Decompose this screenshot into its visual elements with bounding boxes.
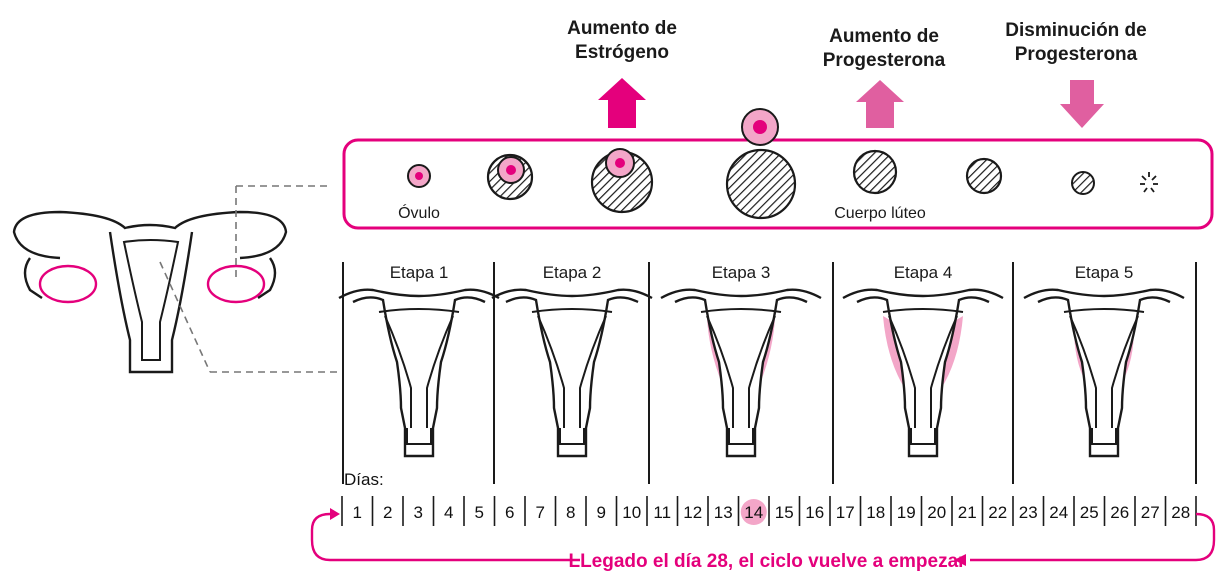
- uterus-stage-2: [492, 290, 652, 456]
- hormone-title-line1: Aumento de: [567, 18, 677, 39]
- ovulation-follicle: [727, 109, 795, 218]
- up-arrow-icon: [856, 80, 904, 128]
- follicle-stage-2: [488, 155, 532, 199]
- day-number: 20: [927, 503, 946, 522]
- day-number: 8: [566, 503, 575, 522]
- ovum-label: Óvulo: [398, 203, 440, 222]
- day-number: 22: [988, 503, 1007, 522]
- day-number: 26: [1110, 503, 1129, 522]
- day-number: 12: [683, 503, 702, 522]
- hormone-title-line1: Disminución de: [1005, 20, 1146, 41]
- day-number: 1: [353, 503, 362, 522]
- day-number: 17: [836, 503, 855, 522]
- corpus-luteum: [854, 151, 896, 193]
- up-arrow-icon: [598, 78, 646, 128]
- cycle-caption: LLegado el día 28, el ciclo vuelve a emp…: [568, 551, 966, 572]
- day-number: 28: [1171, 503, 1190, 522]
- hormone-title-line2: Progesterona: [1015, 44, 1138, 65]
- day-number: 18: [866, 503, 885, 522]
- uterus-overview-illustration: [14, 186, 340, 372]
- day-number: 14: [744, 503, 763, 522]
- days-label: Días:: [344, 470, 384, 489]
- stage-2-title: Etapa 2: [543, 263, 602, 282]
- hormone-progesterone-rise: Aumento de Progesterona: [823, 26, 946, 128]
- day-number: 27: [1141, 503, 1160, 522]
- day-number: 19: [897, 503, 916, 522]
- stage-dividers: [343, 262, 1196, 484]
- day-number: 24: [1049, 503, 1068, 522]
- day-number: 25: [1080, 503, 1099, 522]
- uterus-stage-1: [339, 290, 499, 456]
- day-number: 6: [505, 503, 514, 522]
- stage-3-title: Etapa 3: [712, 263, 771, 282]
- hormone-estrogen-rise: Aumento de Estrógeno: [567, 18, 677, 128]
- hormone-title-line1: Aumento de: [829, 26, 939, 47]
- corpus-luteum-small: [1072, 172, 1094, 194]
- hormone-title-line2: Progesterona: [823, 50, 946, 71]
- day-number: 7: [536, 503, 545, 522]
- day-number: 16: [805, 503, 824, 522]
- day-number: 15: [775, 503, 794, 522]
- uterus-stage-4: [843, 290, 1003, 456]
- corpus-luteum-label: Cuerpo lúteo: [834, 205, 926, 222]
- uterus-stage-3: [661, 290, 821, 456]
- follicle-stage-1: [408, 165, 430, 187]
- day-number: 10: [622, 503, 641, 522]
- day-number: 11: [653, 503, 671, 522]
- uterus-stage-5: [1024, 290, 1184, 456]
- day-number: 4: [444, 503, 453, 522]
- day-number: 5: [475, 503, 484, 522]
- day-number: 3: [414, 503, 423, 522]
- corpus-luteum-shrinking: [967, 159, 1001, 193]
- hormone-title-line2: Estrógeno: [575, 42, 669, 63]
- down-arrow-icon: [1060, 80, 1104, 128]
- stage-4-title: Etapa 4: [894, 263, 953, 282]
- day-number: 13: [714, 503, 733, 522]
- day-number: 21: [958, 503, 977, 522]
- stage-1-title: Etapa 1: [390, 263, 449, 282]
- left-ovary: [40, 266, 96, 302]
- hormone-progesterone-fall: Disminución de Progesterona: [1005, 20, 1146, 128]
- stage-5-title: Etapa 5: [1075, 263, 1134, 282]
- day-number: 23: [1019, 503, 1038, 522]
- day-number: 9: [597, 503, 606, 522]
- day-number: 2: [383, 503, 392, 522]
- right-arrowhead-icon: [330, 508, 340, 520]
